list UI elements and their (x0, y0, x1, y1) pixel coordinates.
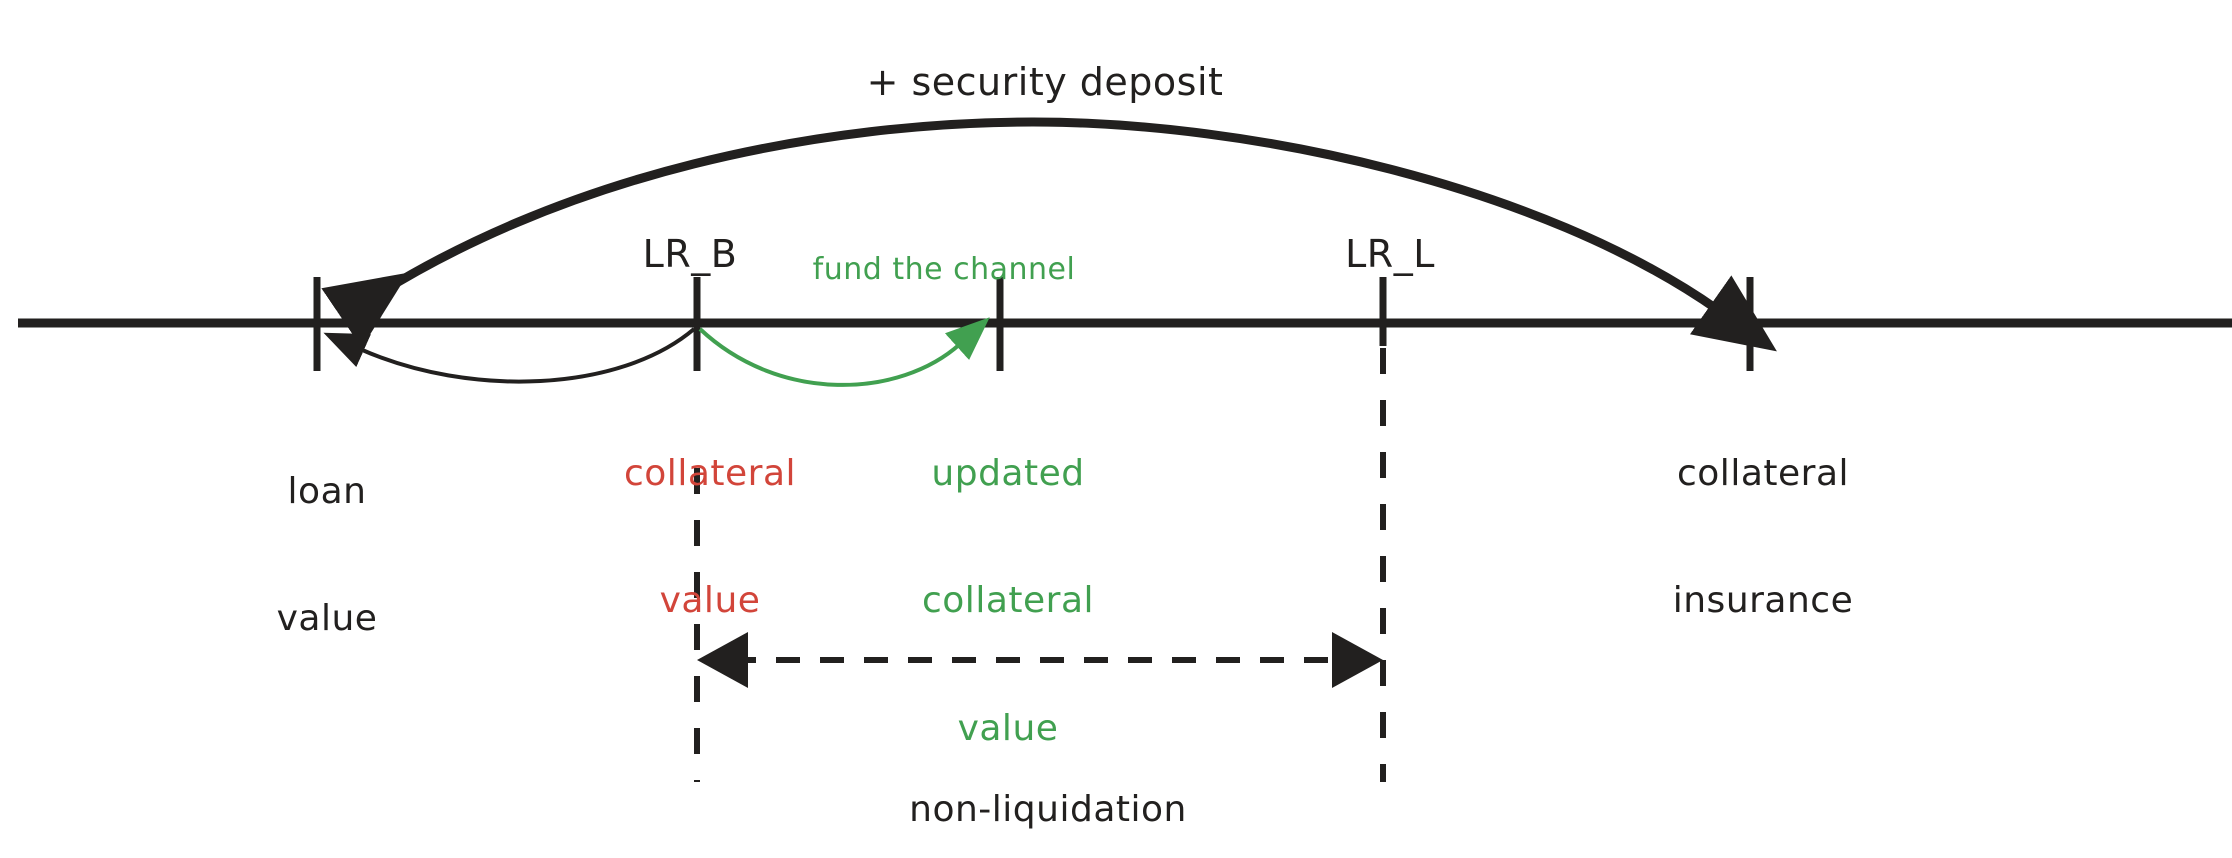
non-liquidation-window-label: non-liquidation window (909, 704, 1187, 858)
lr-l-label: LR_L (1345, 232, 1435, 276)
collateral-value-label: collateral value (624, 368, 796, 708)
security-deposit-label: + security deposit (866, 60, 1224, 104)
updated-collateral-value-label-line2: collateral (921, 580, 1095, 622)
fund-the-channel-label: fund the channel (812, 252, 1076, 287)
loan-value-label-line1: loan (287, 470, 367, 512)
non-liquidation-arrowhead-left (697, 632, 748, 688)
collateral-insurance-label-line1: collateral (1676, 452, 1850, 494)
loan-value-label: loan value (277, 386, 378, 726)
loan-value-label-line2: value (276, 598, 378, 640)
non-liquidation-window-label-line1: non-liquidation (909, 788, 1187, 830)
updated-collateral-value-label-line3: value (957, 707, 1059, 749)
updated-collateral-value-label: updated collateral value (922, 368, 1094, 835)
collateral-back-arc (323, 327, 696, 384)
collateral-insurance-label-line2: insurance (1672, 580, 1854, 622)
collateral-value-label-line2: value (659, 580, 761, 622)
collateral-insurance-label: collateral insurance (1673, 368, 1854, 708)
lr-b-label: LR_B (642, 232, 738, 276)
collateral-value-label-line1: collateral (623, 452, 797, 494)
non-liquidation-arrowhead-right (1332, 632, 1383, 688)
security-deposit-arc (321, 117, 1777, 352)
fund-channel-arc (698, 317, 990, 387)
updated-collateral-value-label-line1: updated (931, 452, 1085, 494)
